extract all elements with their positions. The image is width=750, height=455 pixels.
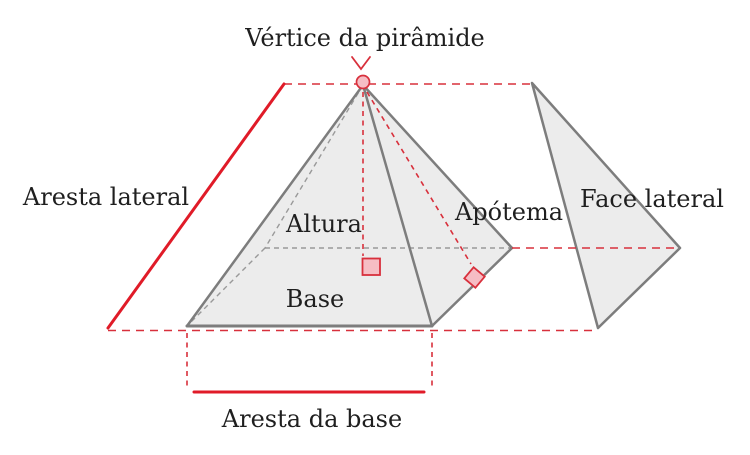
edge-apex-frontleft <box>185 83 365 328</box>
label-base: Base <box>286 285 344 313</box>
label-height: Altura <box>285 210 362 238</box>
lateral-face-triangle <box>530 81 682 330</box>
hidden-edge-apex-backleft <box>264 84 364 249</box>
hidden-edge-backleft-frontleft <box>186 247 266 327</box>
label-lateral-edge: Aresta lateral <box>22 183 189 211</box>
lateral-edge-highlight <box>106 82 286 330</box>
vertex-pointer-icon <box>351 56 371 71</box>
label-lateral-face: Face lateral <box>580 185 724 213</box>
edge-apex-backright <box>361 83 514 250</box>
label-base-edge: Aresta da base <box>221 405 402 433</box>
right-angle-marker-apothem <box>463 266 486 289</box>
pyramid-body <box>187 85 512 326</box>
right-angle-marker-height <box>361 257 381 276</box>
label-vertex: Vértice da pirâmide <box>244 24 485 52</box>
edge-right-base <box>430 246 514 328</box>
vertex-dot <box>355 74 371 90</box>
apothem-line <box>366 91 472 265</box>
edge-apex-frontright <box>361 83 434 328</box>
label-apothem: Apótema <box>454 198 563 226</box>
